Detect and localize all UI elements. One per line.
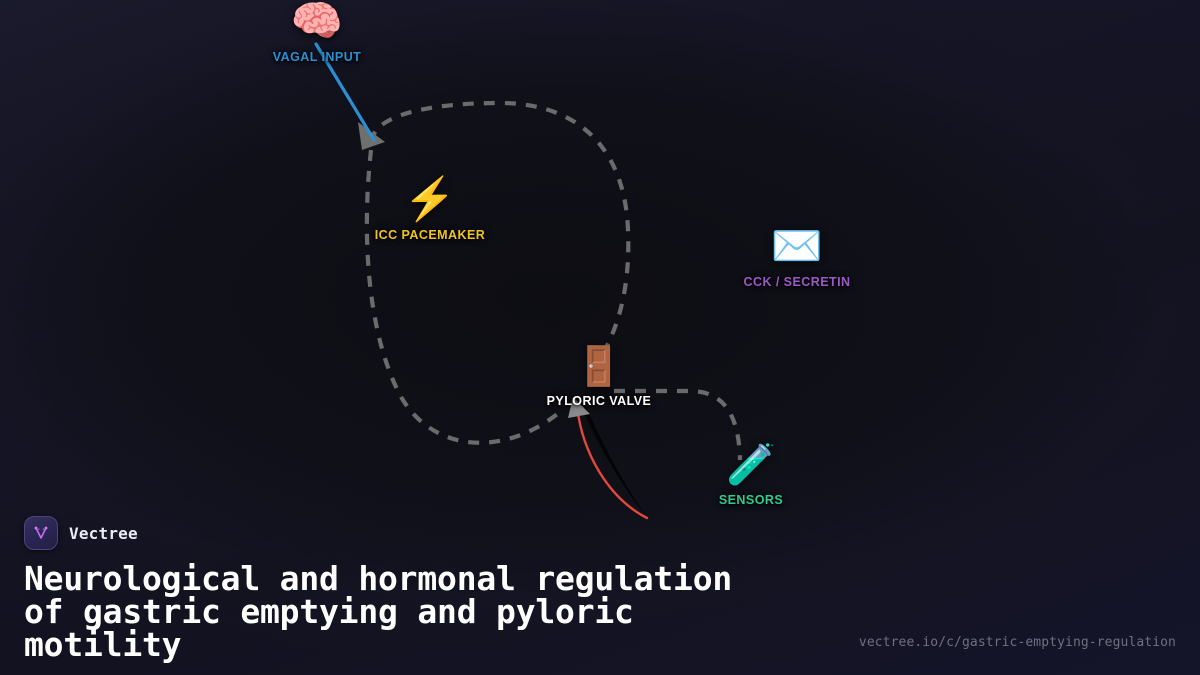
edge-hormonal-inhibition-fill xyxy=(580,404,648,518)
brand[interactable]: Vectree xyxy=(24,516,1176,550)
node-label-vagal-input: VAGAL INPUT xyxy=(272,50,362,64)
node-label-pyloric-valve: PYLORIC VALVE xyxy=(546,394,652,408)
edge-vagal-input xyxy=(314,42,376,142)
edge-hormonal-inhibition xyxy=(575,404,649,520)
vectree-logo-icon xyxy=(24,516,58,550)
door-icon: 🚪 xyxy=(575,346,623,388)
edge-hormonal-arrowhead xyxy=(568,397,590,418)
test-tube-icon: 🧪 xyxy=(726,443,776,487)
node-label-icc-pacemaker: ICC PACEMAKER xyxy=(374,228,486,242)
footer: Vectree Neurological and hormonal regula… xyxy=(0,516,1200,675)
brain-icon: 🧠 xyxy=(290,0,344,44)
node-label-cck-secretin: CCK / SECRETIN xyxy=(743,275,851,289)
lightning-bolt-icon: ⚡ xyxy=(403,175,457,222)
node-pyloric-valve[interactable]: 🚪 PYLORIC VALVE xyxy=(504,348,694,410)
edge-motility-loop xyxy=(369,100,631,374)
node-cck-secretin[interactable]: ✉️ CCK / SECRETIN xyxy=(702,225,892,291)
source-url: vectree.io/c/gastric-emptying-regulation xyxy=(858,635,1176,650)
node-sensors[interactable]: 🧪 SENSORS xyxy=(656,445,846,509)
node-vagal-input[interactable]: 🧠 VAGAL INPUT xyxy=(222,0,412,66)
page-title: Neurological and hormonal regulation of … xyxy=(24,559,733,664)
node-icc-pacemaker[interactable]: ⚡ ICC PACEMAKER xyxy=(335,178,525,244)
brand-name: Vectree xyxy=(69,523,138,543)
envelope-icon: ✉️ xyxy=(770,222,824,269)
edge-valve-to-sensors xyxy=(614,388,743,461)
node-label-sensors: SENSORS xyxy=(718,493,784,507)
